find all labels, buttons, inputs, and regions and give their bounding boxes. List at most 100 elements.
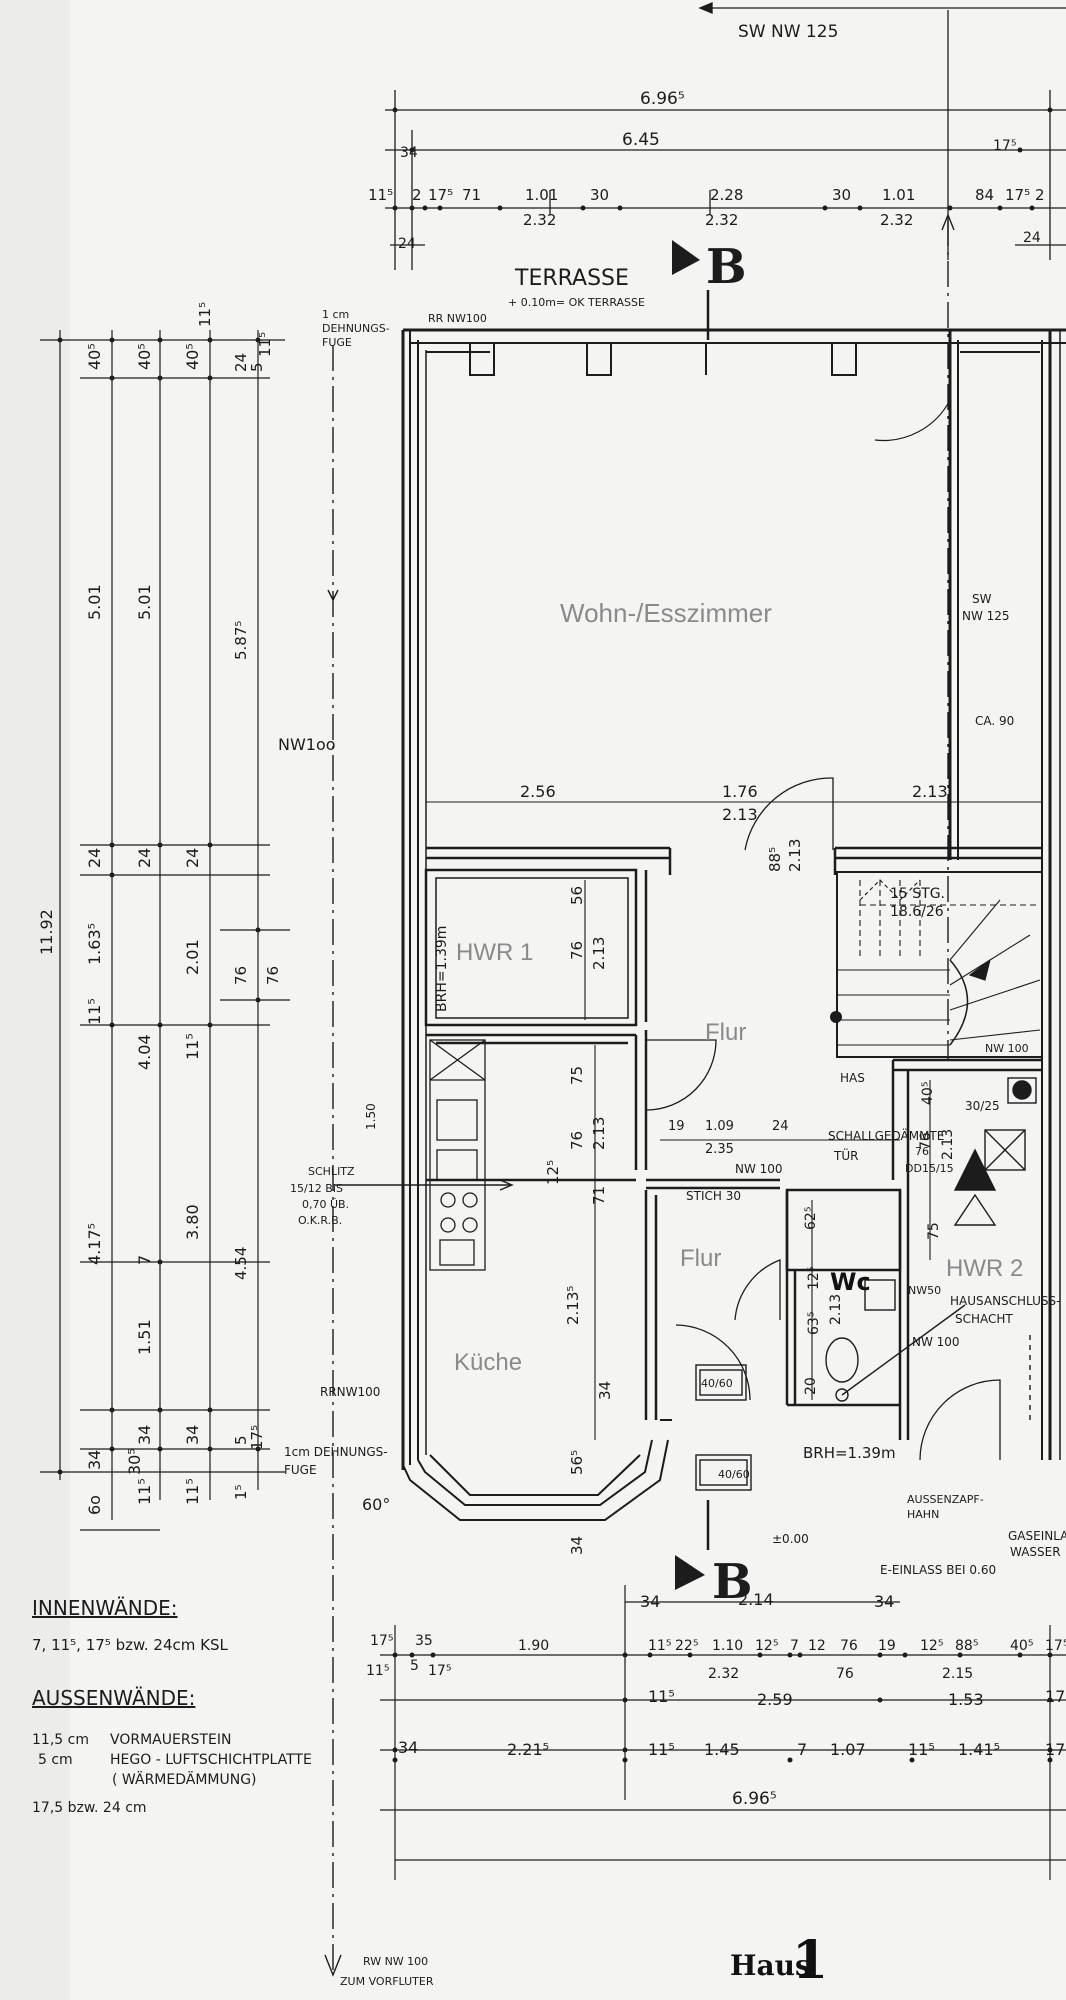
room-label-hwr1: HWR 1 bbox=[456, 939, 533, 966]
svg-text:11,5 cm: 11,5 cm bbox=[32, 1732, 89, 1748]
svg-text:12⁵: 12⁵ bbox=[806, 1267, 822, 1290]
svg-text:1.01: 1.01 bbox=[882, 186, 915, 204]
legend-outer-title: AUSSENWÄNDE: bbox=[32, 1686, 195, 1710]
svg-text:SCHACHT: SCHACHT bbox=[955, 1312, 1013, 1326]
svg-text:11⁵: 11⁵ bbox=[135, 1478, 154, 1505]
svg-text:5.87⁵: 5.87⁵ bbox=[232, 621, 250, 660]
svg-text:5.01: 5.01 bbox=[85, 584, 104, 620]
room-label-hall-lower: Flur bbox=[680, 1245, 721, 1272]
bottom-dim-row4: 34 2.21⁵ 11⁵ 1.45 7 1.07 11⁵ 1.41⁵ 17⁵ bbox=[398, 1738, 1066, 1759]
svg-text:19: 19 bbox=[878, 1638, 896, 1654]
svg-text:30: 30 bbox=[590, 186, 609, 204]
svg-text:11⁵: 11⁵ bbox=[368, 186, 393, 204]
nw100-hall-label: NW 100 bbox=[735, 1162, 783, 1176]
svg-text:88⁵: 88⁵ bbox=[766, 847, 784, 872]
svg-text:2.01: 2.01 bbox=[183, 939, 202, 975]
svg-text:19: 19 bbox=[668, 1119, 685, 1134]
svg-text:1⁵: 1⁵ bbox=[232, 1484, 250, 1500]
left-dim-total: 11.92 bbox=[37, 909, 56, 955]
svg-text:12⁵: 12⁵ bbox=[544, 1160, 562, 1185]
expansion-joint-bottom: 1cm DEHNUNGS- FUGE bbox=[284, 1445, 388, 1477]
rrnw100-label: RRNW100 bbox=[320, 1385, 380, 1399]
svg-text:11⁵: 11⁵ bbox=[648, 1687, 675, 1706]
hwr2-dims: 40⁵ 76 2.13 75 bbox=[918, 1082, 956, 1240]
svg-text:17⁵: 17⁵ bbox=[1045, 1638, 1066, 1654]
svg-text:FUGE: FUGE bbox=[322, 336, 352, 349]
window-size-2: 40/60 bbox=[718, 1468, 750, 1481]
svg-text:5.01: 5.01 bbox=[135, 584, 154, 620]
brh-lower: BRH=1.39m bbox=[803, 1444, 896, 1462]
svg-text:24: 24 bbox=[398, 236, 416, 252]
svg-text:3.80: 3.80 bbox=[183, 1204, 202, 1240]
electric-inlet-label: E-EINLASS BEI 0.60 bbox=[880, 1563, 996, 1577]
svg-text:34: 34 bbox=[398, 1738, 418, 1757]
svg-text:17⁵: 17⁵ bbox=[428, 1663, 451, 1679]
svg-text:24: 24 bbox=[232, 353, 250, 372]
svg-text:1cm DEHNUNGS-: 1cm DEHNUNGS- bbox=[284, 1445, 388, 1459]
wall-legend: INNENWÄNDE: 7, 11⁵, 17⁵ bzw. 24cm KSL AU… bbox=[32, 1596, 312, 1816]
svg-text:4.54: 4.54 bbox=[232, 1247, 250, 1280]
svg-text:2.28: 2.28 bbox=[710, 186, 743, 204]
svg-text:17⁵: 17⁵ bbox=[1005, 186, 1030, 204]
section-marker-bottom: B bbox=[675, 1500, 753, 1610]
nw50-label: NW50 bbox=[908, 1284, 941, 1297]
svg-text:76: 76 bbox=[915, 1145, 929, 1158]
svg-text:2.13: 2.13 bbox=[828, 1294, 844, 1325]
svg-text:11⁵: 11⁵ bbox=[648, 1638, 671, 1654]
svg-text:2.35: 2.35 bbox=[705, 1142, 734, 1157]
svg-text:2.15: 2.15 bbox=[942, 1666, 973, 1682]
svg-text:1.53: 1.53 bbox=[948, 1690, 984, 1709]
svg-text:GASEINLA: GASEINLA bbox=[1008, 1529, 1066, 1543]
bottom-dim-row3: 11⁵ 2.59 1.53 17⁵ bbox=[648, 1687, 1066, 1709]
svg-text:4.04: 4.04 bbox=[135, 1034, 154, 1070]
svg-text:56⁵: 56⁵ bbox=[568, 1450, 586, 1475]
svg-text:2.32: 2.32 bbox=[708, 1666, 739, 1682]
svg-text:5: 5 bbox=[410, 1658, 419, 1674]
svg-text:40⁵: 40⁵ bbox=[135, 343, 154, 370]
gas-water-label: GASEINLA WASSER bbox=[1008, 1529, 1066, 1559]
left-dimension-ticks bbox=[57, 337, 261, 1475]
svg-text:11⁵: 11⁵ bbox=[183, 1478, 202, 1505]
svg-text:1 cm: 1 cm bbox=[322, 308, 349, 321]
svg-text:2.13: 2.13 bbox=[590, 1117, 608, 1150]
svg-text:71: 71 bbox=[462, 186, 481, 204]
svg-text:24: 24 bbox=[1023, 230, 1041, 246]
living-dim-row: 2.56 1.76 2.13 2.13 bbox=[520, 782, 948, 824]
svg-text:HEGO - LUFTSCHICHTPLATTE: HEGO - LUFTSCHICHTPLATTE bbox=[110, 1752, 312, 1768]
dd-label: 76 DD15/15 bbox=[905, 1145, 954, 1175]
svg-text:1: 1 bbox=[792, 1930, 828, 1991]
svg-text:35: 35 bbox=[415, 1633, 433, 1649]
svg-text:40⁵: 40⁵ bbox=[920, 1082, 936, 1105]
svg-text:20: 20 bbox=[803, 1377, 819, 1395]
svg-text:FUGE: FUGE bbox=[284, 1463, 317, 1477]
top-dim-small: 34 24 17⁵ 24 bbox=[398, 138, 1041, 252]
house-title: Haus 1 bbox=[730, 1930, 828, 1991]
svg-text:30: 30 bbox=[832, 186, 851, 204]
svg-text:5 cm: 5 cm bbox=[38, 1752, 73, 1768]
svg-text:5: 5 bbox=[232, 1435, 250, 1445]
legend-inner-text: 7, 11⁵, 17⁵ bzw. 24cm KSL bbox=[32, 1636, 228, 1654]
hall-light-point bbox=[830, 1011, 842, 1023]
svg-text:17⁵: 17⁵ bbox=[993, 138, 1016, 154]
svg-text:2: 2 bbox=[412, 186, 422, 204]
staircase bbox=[837, 879, 1041, 1046]
svg-text:17,5 bzw. 24 cm: 17,5 bzw. 24 cm bbox=[32, 1800, 147, 1816]
room-label-hwr2: HWR 2 bbox=[946, 1255, 1023, 1282]
svg-text:ZUM VORFLUTER: ZUM VORFLUTER bbox=[340, 1975, 434, 1988]
svg-text:34: 34 bbox=[874, 1592, 894, 1611]
kitchen-counter bbox=[429, 1039, 486, 1271]
door-dim: 88⁵ 2.13 bbox=[766, 839, 804, 872]
svg-text:15/12 BIS: 15/12 BIS bbox=[290, 1182, 343, 1195]
nw100-left-label: NW1oo bbox=[278, 735, 336, 754]
svg-text:11⁵: 11⁵ bbox=[908, 1740, 935, 1759]
bottom-dim-row2: 17⁵ 35 1.90 11⁵ 22⁵ 1.10 12⁵ 7 12 76 19 … bbox=[370, 1633, 1066, 1654]
svg-text:2.56: 2.56 bbox=[520, 782, 556, 801]
bottom-dim-overall: 6.96⁵ bbox=[732, 1789, 777, 1809]
svg-text:2.13: 2.13 bbox=[786, 839, 804, 872]
svg-text:HAUSANSCHLUSS-: HAUSANSCHLUSS- bbox=[950, 1294, 1061, 1308]
svg-text:11⁵: 11⁵ bbox=[256, 332, 274, 357]
svg-text:24: 24 bbox=[183, 848, 202, 868]
svg-text:24: 24 bbox=[135, 848, 154, 868]
svg-text:2.14: 2.14 bbox=[738, 1590, 774, 1609]
drain-line-right bbox=[335, 213, 955, 1191]
